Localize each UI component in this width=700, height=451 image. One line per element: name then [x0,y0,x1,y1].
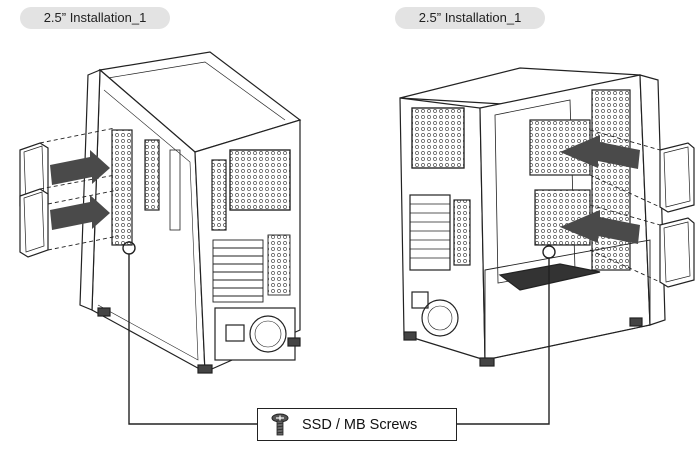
callout-leaders [122,241,556,425]
ssd-drive-right-bottom [659,217,695,288]
guide-lines-left [39,127,119,251]
ssd-drive-left-bottom [19,188,49,258]
arrow-right-bottom [560,210,640,244]
right-case [399,67,666,367]
arrow-right-top [560,135,640,169]
guide-lines-right [589,129,661,283]
installation-title-right: 2.5” Installation_1 [395,7,545,29]
ssd-drive-right-top [659,142,695,213]
arrow-left-bottom [50,195,110,230]
screw-icon [271,413,289,435]
insert-arrows-right [560,135,640,244]
insert-arrows-left [50,150,110,230]
installation-title-left: 2.5” Installation_1 [20,7,170,29]
left-case [79,51,302,374]
arrow-left-top [50,150,110,185]
screw-callout: SSD / MB Screws [257,408,457,441]
callout-label: SSD / MB Screws [302,416,418,433]
